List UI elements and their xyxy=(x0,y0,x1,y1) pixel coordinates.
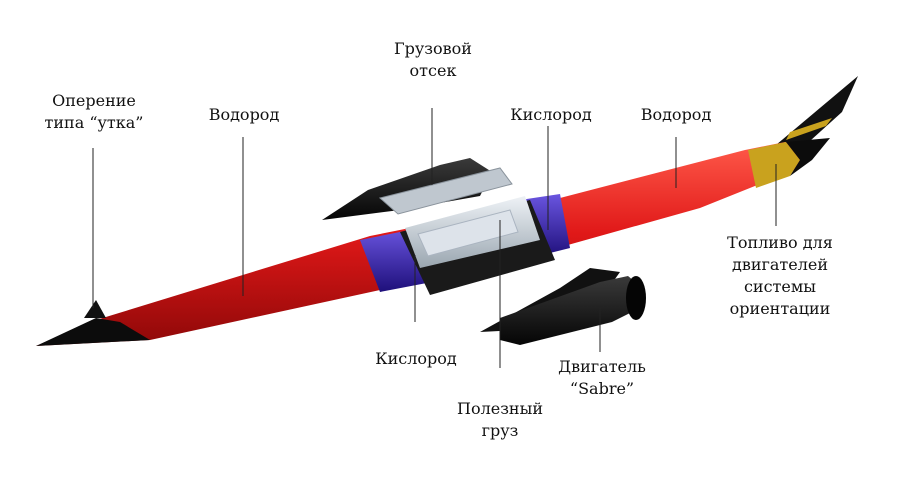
label-oxygen-bottom: Кислород xyxy=(375,349,457,368)
tail-cap xyxy=(786,138,830,176)
canard xyxy=(84,300,106,318)
leader-lines xyxy=(92,108,777,368)
label-engine: Двигатель “Sabre” xyxy=(558,357,646,398)
label-attitude-fuel: Топливо для двигателей системы ориентаци… xyxy=(727,233,833,318)
label-hydrogen-right: Водород xyxy=(640,105,712,124)
engine-intake xyxy=(626,276,646,320)
label-payload: Полезный груз xyxy=(456,399,543,440)
tail-fin xyxy=(770,76,858,150)
attitude-fuel-ring xyxy=(748,142,800,188)
bay-door xyxy=(378,167,513,215)
label-hydrogen-left: Водород xyxy=(208,105,280,124)
label-oxygen-top: Кислород xyxy=(510,105,592,124)
label-cargo-bay: Грузовой отсек xyxy=(394,39,472,80)
label-canard: Оперение типа “утка” xyxy=(44,91,144,132)
tail-fin-stripe xyxy=(786,118,832,140)
upper-wing xyxy=(322,158,492,220)
nose-cone xyxy=(36,318,150,346)
engine-nacelle xyxy=(500,276,645,345)
payload-grid xyxy=(417,209,519,257)
